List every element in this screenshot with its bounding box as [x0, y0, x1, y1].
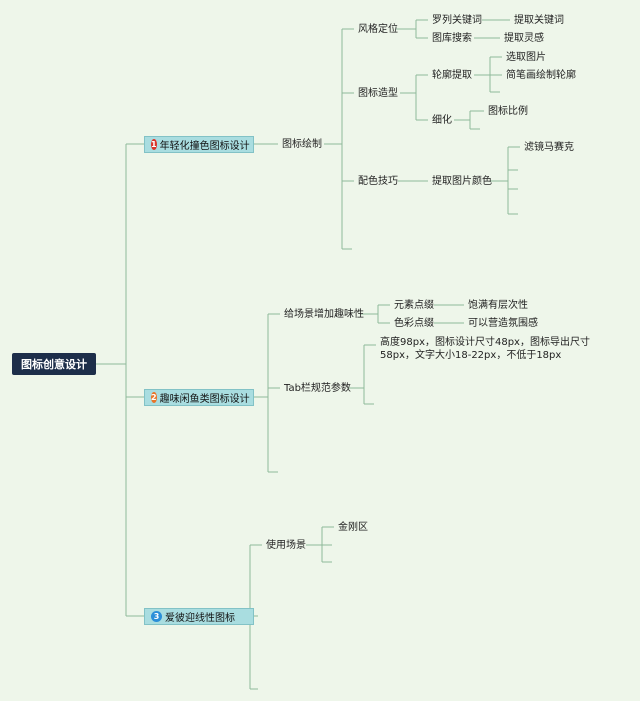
node-icon-drawing[interactable]: 图标绘制 — [282, 139, 322, 150]
branch-1-label: 年轻化撞色图标设计 — [159, 141, 250, 152]
node-select-image[interactable]: 选取图片 — [506, 52, 546, 63]
node-color-accent[interactable]: 色彩点缀 — [394, 318, 434, 329]
branch-3-label: 爱彼迎线性图标 — [165, 613, 235, 624]
node-color-tips[interactable]: 配色技巧 — [358, 176, 398, 187]
branch-3-badge: 3 — [151, 611, 162, 622]
branch-2-badge: 2 — [151, 392, 157, 403]
branch-3-node[interactable]: 3 爱彼迎线性图标 — [144, 608, 254, 625]
node-tab-spec[interactable]: Tab栏规范参数 — [284, 383, 351, 394]
node-style[interactable]: 风格定位 — [358, 24, 398, 35]
node-icon-shape[interactable]: 图标造型 — [358, 88, 398, 99]
node-element-accent[interactable]: 元素点缀 — [394, 300, 434, 311]
node-extract-inspiration[interactable]: 提取灵感 — [504, 33, 544, 44]
branch-2-node[interactable]: 2 趣味闲鱼类图标设计 — [144, 389, 254, 406]
node-refine[interactable]: 细化 — [432, 115, 452, 126]
branch-2-label: 趣味闲鱼类图标设计 — [159, 394, 250, 405]
node-usage-scene[interactable]: 使用场景 — [266, 540, 306, 551]
node-sketch-outline[interactable]: 简笔画绘制轮廓 — [506, 70, 576, 81]
branch-1-node[interactable]: 1 年轻化撞色图标设计 — [144, 136, 254, 153]
branch-1-badge: 1 — [151, 139, 157, 150]
node-icon-ratio[interactable]: 图标比例 — [488, 106, 528, 117]
node-gallery-search[interactable]: 图库搜索 — [432, 33, 472, 44]
node-add-fun[interactable]: 给场景增加趣味性 — [284, 309, 364, 320]
node-mosaic-filter[interactable]: 滤镜马赛克 — [524, 142, 574, 153]
node-layered[interactable]: 饱满有层次性 — [468, 300, 528, 311]
node-extract-keywords[interactable]: 提取关键词 — [514, 15, 564, 26]
node-atmosphere[interactable]: 可以营造氛围感 — [468, 318, 538, 329]
node-list-keywords[interactable]: 罗列关键词 — [432, 15, 482, 26]
root-node[interactable]: 图标创意设计 — [12, 353, 96, 375]
node-king-kong-area[interactable]: 金刚区 — [338, 522, 368, 533]
node-tab-spec-desc[interactable]: 高度98px，图标设计尺寸48px，图标导出尺寸58px，文字大小18-22px… — [380, 337, 590, 361]
node-outline-extract[interactable]: 轮廓提取 — [432, 70, 472, 81]
node-extract-colors[interactable]: 提取图片颜色 — [432, 176, 492, 187]
